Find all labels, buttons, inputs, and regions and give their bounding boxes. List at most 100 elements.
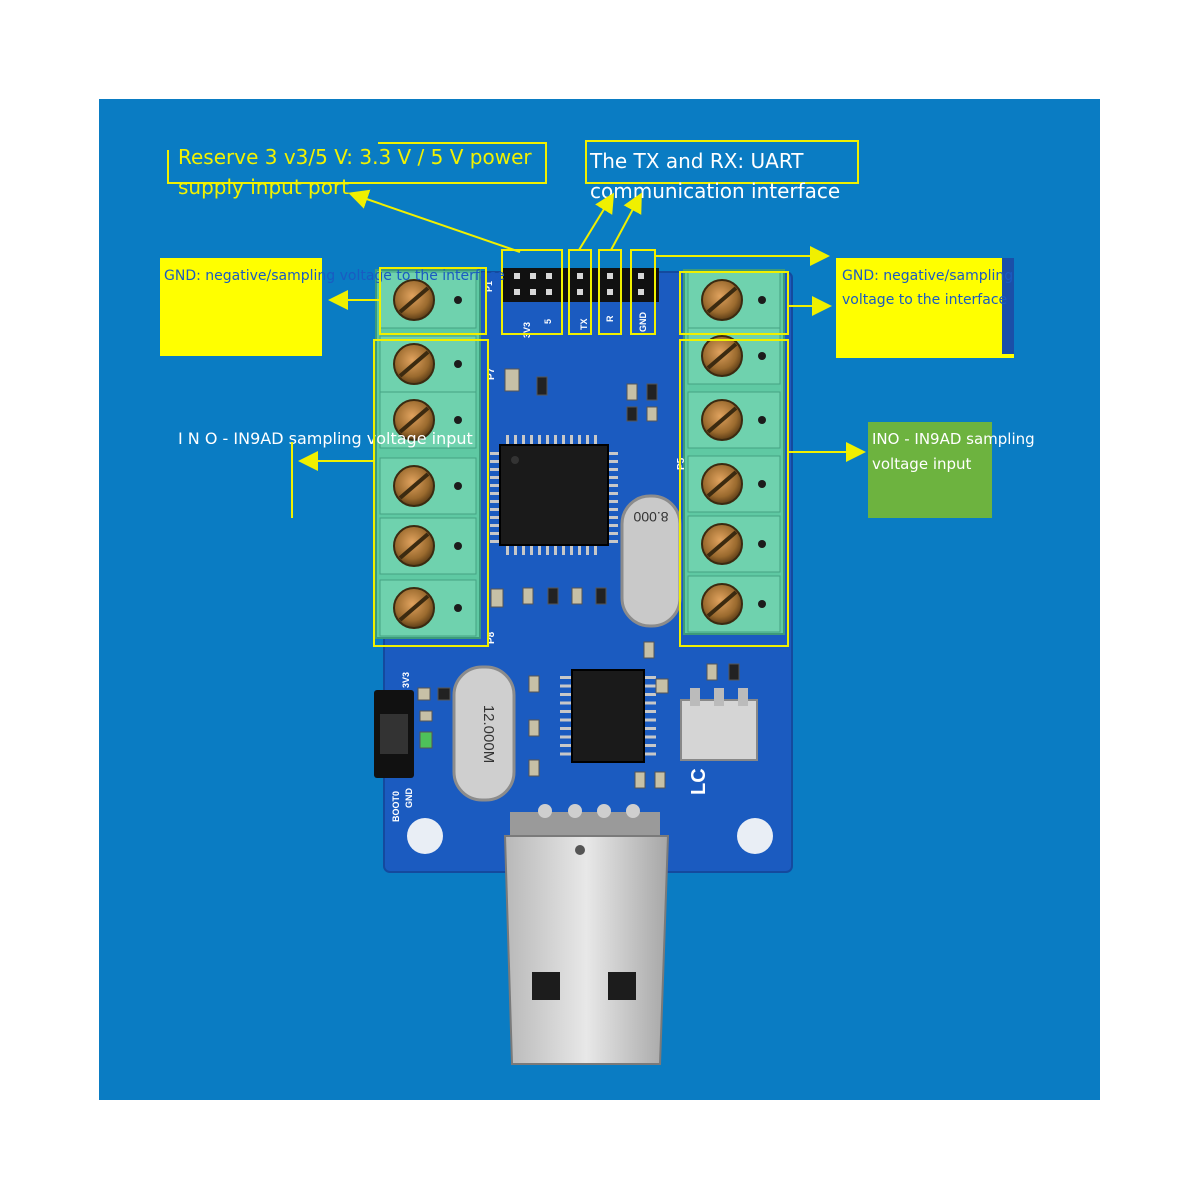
ic-pin [560,676,572,679]
header-pin [530,289,536,295]
ic-pin [562,435,565,445]
ic-pin [586,435,589,445]
smd-part [547,587,559,605]
terminal-housing [375,269,481,639]
terminal-wire-hole [758,540,766,548]
ic-pin [490,476,500,479]
ic-pin [608,532,618,535]
ic-pin [514,545,517,555]
terminal-wire-hole [758,352,766,360]
smd-part [419,731,433,749]
smd-part [655,678,669,694]
ic-pin [560,735,572,739]
ic-pin [560,718,572,722]
ic-pin [490,532,500,535]
crystal-y1: 8.000 [620,494,682,628]
smd-part [536,376,548,396]
pin-label-rx: R [605,315,615,322]
ic-pin [644,676,656,679]
ic-pin [514,435,517,445]
terminal-wire-hole [454,542,462,550]
ic-pin [538,545,541,555]
gnd-left-text: GND: negative/sampling voltage to the in… [164,268,505,284]
crystal-y2-label: 12.000M [480,705,497,763]
header-pin [514,289,520,295]
ic-pin [538,435,541,445]
ic-pin [644,727,656,730]
screw-slot [706,342,738,370]
smd-part [504,368,520,392]
header-pin [638,273,644,279]
ic-pin [570,545,573,555]
header-pin [530,273,536,279]
screw-slot [398,472,430,500]
terminal-wire-hole [454,416,462,424]
smd-part [419,710,433,722]
smd-part [643,641,655,659]
pin-header: P1 3V3 5 TX R GND [484,268,659,338]
terminal-wire-hole [758,480,766,488]
ic-pin [644,710,656,713]
pin-label-5: 5 [543,319,553,324]
terminal-wire-hole [454,360,462,368]
screw-slot [398,286,430,314]
ic-pin [644,752,656,756]
ic-pin [608,500,618,503]
ic-pin [560,752,572,756]
ain-left-text: I N O - IN9AD sampling voltage input [178,429,473,448]
ic-pin [594,435,597,445]
ic-pin [608,468,618,471]
screw-slot [398,594,430,622]
gnd-left-box [160,258,322,356]
ic-pin [490,524,500,527]
gnd-right-line2: voltage to the interface [842,292,1007,308]
ref-p5: P5 [676,457,687,470]
ic-pin [578,435,581,445]
ain-right-line1: INO - IN9AD sampling [872,430,1035,448]
smd-part [528,675,540,693]
ic-pin [506,435,509,445]
terminal-wire-hole [454,482,462,490]
ic-pin [522,545,525,555]
terminal-wire-hole [758,296,766,304]
terminal-block-left [375,269,481,639]
header-pin [607,289,613,295]
gnd-right-box [836,258,1014,358]
screw-slot [398,406,430,434]
uart-callout-line1: The TX and RX: UART [589,149,804,173]
silkscreen-refs: P7 P8 P5 LC [486,367,710,795]
smd-part [626,383,638,401]
ic-pin [490,484,500,487]
ic-pin [560,710,572,713]
ic-pin [608,452,618,455]
smd-part [728,663,740,681]
header-pin [546,273,552,279]
ic-pin [644,684,656,688]
ic-pin [490,500,500,503]
ic-pin [644,735,656,739]
ic-pin [594,545,597,555]
terminal-wire-hole [758,416,766,424]
screw-slot [706,470,738,498]
ic-pin [546,545,549,555]
smd-part [490,588,504,608]
ic-pin [644,718,656,722]
smd-components [417,368,740,789]
ic-pin [644,744,656,747]
jumper-label-3v3: 3V3 [401,672,411,688]
smd-part [528,759,540,777]
ic-pin [490,492,500,495]
ain-right-box [868,422,992,518]
screw-slot [706,406,738,434]
ic-pin [560,727,572,730]
power-callout-line1: Reserve 3 v3/5 V: 3.3 V / 5 V power [178,145,532,169]
brand-logo: LC [688,768,710,795]
ic-pin [608,460,618,463]
terminal-block-right [683,269,785,635]
jumper-label-gnd: GND [404,788,414,809]
smd-part [437,687,451,701]
ic-pin [522,435,525,445]
header-pin [607,273,613,279]
smd-part [626,406,638,422]
ic-pin [490,508,500,511]
